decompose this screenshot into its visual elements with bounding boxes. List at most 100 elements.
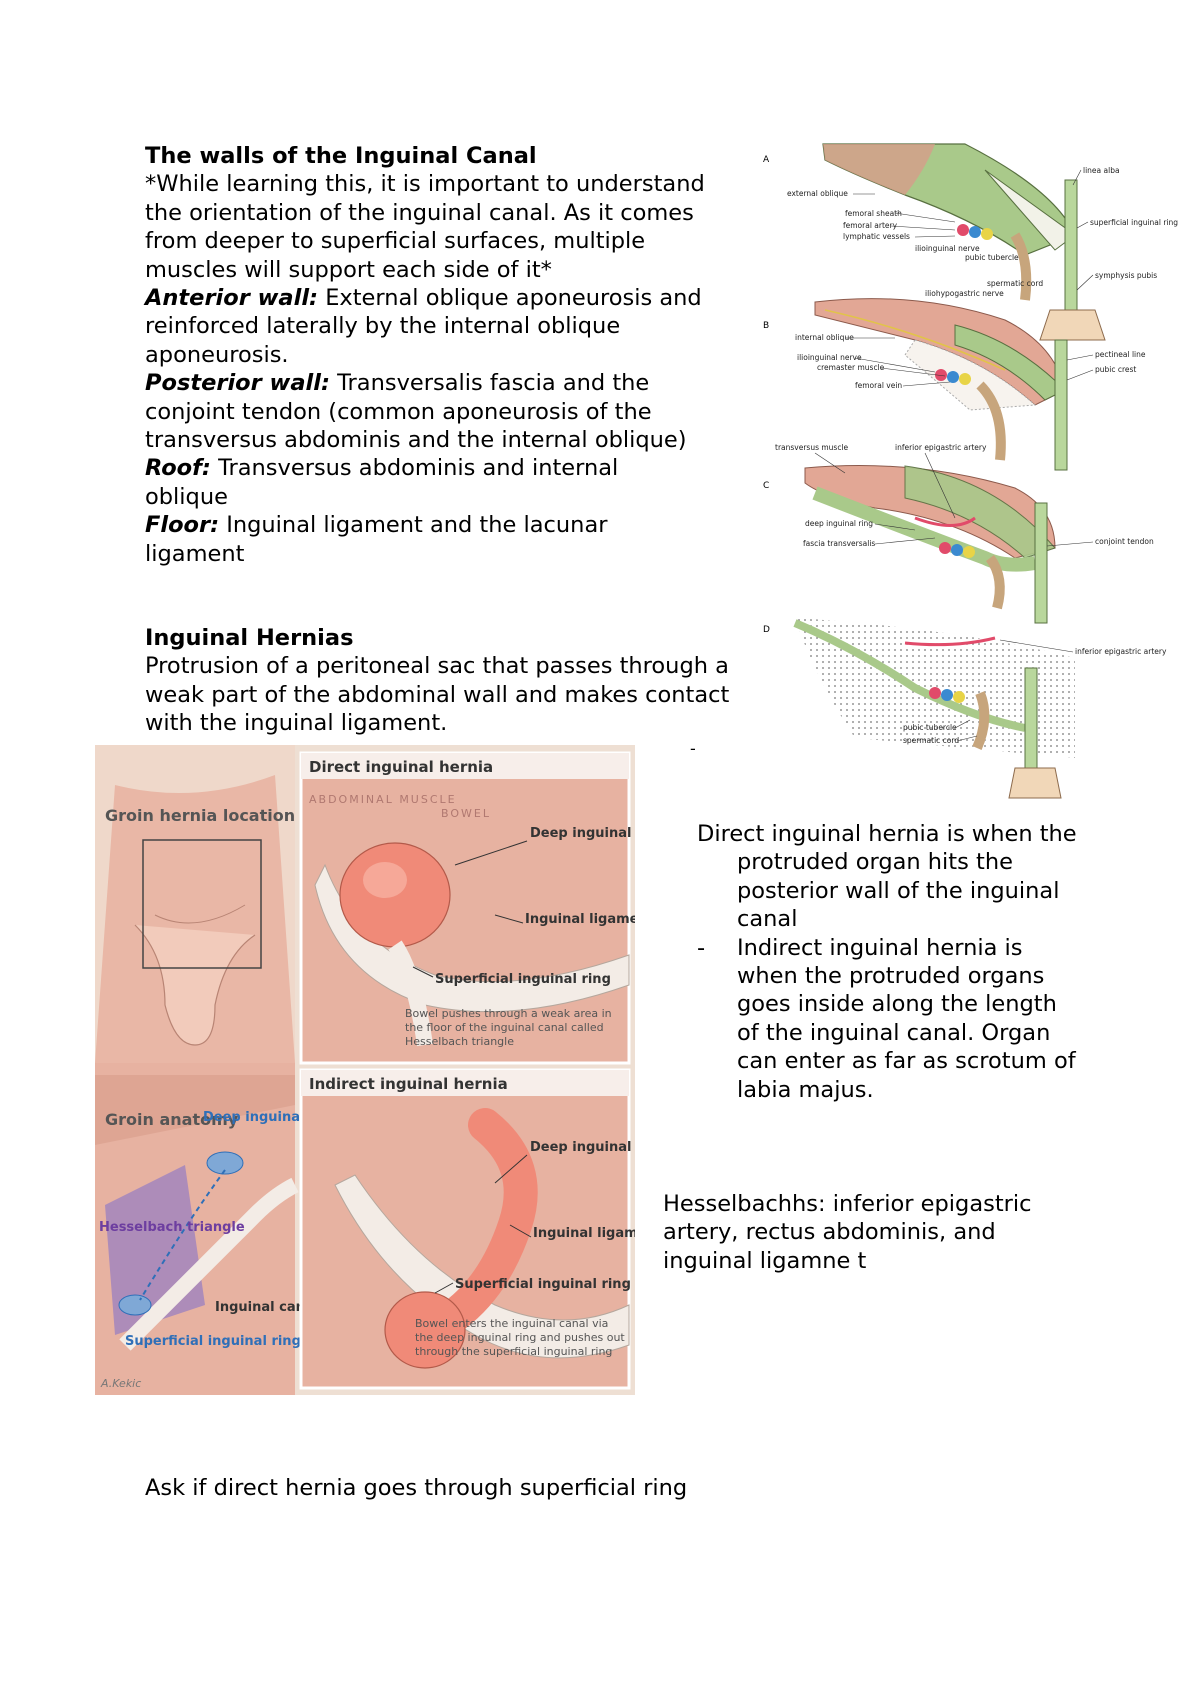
canal-dashed-path xyxy=(139,1169,226,1301)
hesselbach-note: Hesselbachhs: inferior epigastric artery… xyxy=(663,1191,1032,1274)
label-c-4: conjoint tendon xyxy=(1095,537,1154,546)
hernia-comparison-figure: Groin hernia location Groin anatomy Deep… xyxy=(95,745,635,1395)
linea-alba-c xyxy=(1034,502,1048,624)
vessel-bundle-b xyxy=(935,369,971,385)
bowel-label: BOWEL xyxy=(441,807,491,820)
nerve-b xyxy=(824,309,1006,371)
vessel-bundle-d xyxy=(929,687,965,703)
label-a-1: femoral sheath xyxy=(845,209,902,218)
linea-alba-b xyxy=(1054,339,1068,471)
label-d-2: spermatic cord xyxy=(903,736,959,745)
panel-b: B iliohypogastric nerve internal oblique… xyxy=(763,289,1146,471)
linea-alba-d xyxy=(1024,667,1038,779)
hernias-section: Inguinal Hernias Protrusion of a periton… xyxy=(145,624,735,738)
inguinal-canal-layers-figure: A external oblique femoral sheath femora… xyxy=(755,140,1180,800)
label-b-5: pectineal line xyxy=(1095,350,1146,359)
panel-a: A external oblique femoral sheath femora… xyxy=(763,143,1178,341)
posterior-wall: Posterior wall: Transversalis fascia and… xyxy=(145,369,745,454)
panel-d-letter: D xyxy=(763,625,770,635)
artist-signature: A.Kekic xyxy=(100,1377,141,1390)
anterior-wall-label: Anterior wall: xyxy=(145,285,319,312)
vessel-bundle-c xyxy=(939,542,975,558)
roof-label: Roof: xyxy=(145,455,211,482)
hernias-heading: Inguinal Hernias xyxy=(145,625,354,651)
panel-c-letter: C xyxy=(763,481,769,491)
inguinal-ligament-band xyxy=(793,619,1026,732)
groin-crease xyxy=(154,904,246,924)
label-a-0: external oblique xyxy=(787,189,848,198)
label-b-3: cremaster muscle xyxy=(817,363,885,372)
abdominal-muscle-label: ABDOMINAL MUSCLE xyxy=(309,793,457,806)
deep-ring-shape xyxy=(206,1151,244,1175)
label-b-0: iliohypogastric nerve xyxy=(925,289,1004,298)
floor: Floor: Inguinal ligament and the lacunar… xyxy=(145,511,665,568)
label-a-5: pubic tubercle xyxy=(965,253,1019,262)
panel-a-letter: A xyxy=(763,155,770,165)
indirect-deep-ring-label: Deep inguinal ring xyxy=(530,1140,635,1155)
symphysis-pubis xyxy=(1039,309,1106,341)
indirect-ligament-shape xyxy=(334,1174,630,1359)
pubic-bone-d xyxy=(1008,767,1062,799)
cremaster-area xyxy=(904,339,1037,411)
spermatic-cord-c xyxy=(985,555,1005,610)
label-d-1: pubic tubercle xyxy=(903,723,957,732)
direct-caption: Bowel pushes through a weak area in the … xyxy=(405,1007,612,1048)
posterior-wall-text: Transversalis fascia and the conjoint te… xyxy=(145,370,687,454)
groin-anatomy-title: Groin anatomy xyxy=(105,1110,239,1129)
indirect-hernia-panel: Indirect inguinal hernia Deep inguinal r… xyxy=(299,1068,635,1390)
indirect-hernia-item: - Indirect inguinal hernia is when the p… xyxy=(697,934,1077,1104)
direct-superficial-label: Superficial inguinal ring xyxy=(435,972,611,987)
label-b-4: femoral vein xyxy=(855,381,902,390)
label-b-1: internal oblique xyxy=(795,333,854,342)
label-a-2: femoral artery xyxy=(843,221,898,230)
question-note: Ask if direct hernia goes through superf… xyxy=(145,1475,688,1501)
label-a-6: spermatic cord xyxy=(987,279,1043,288)
indirect-caption: Bowel enters the inguinal canal via the … xyxy=(415,1317,625,1358)
panel-c: C transversus muscle inferior epigastric… xyxy=(763,443,1154,624)
roof-text: Transversus abdominis and internal obliq… xyxy=(145,455,619,510)
indirect-hernia-title: Indirect inguinal hernia xyxy=(309,1075,508,1093)
layers-illustration: A external oblique femoral sheath femora… xyxy=(763,143,1178,799)
inferior-epigastric-artery-d xyxy=(904,636,996,647)
muscle-fibers xyxy=(823,144,935,195)
indirect-bowel-sac xyxy=(384,1291,466,1369)
spermatic-cord xyxy=(1010,232,1032,301)
label-a-3: lymphatic vessels xyxy=(843,232,910,241)
direct-cord-shape xyxy=(388,940,433,1047)
direct-bowel-highlight xyxy=(363,862,407,898)
indirect-hernia-note: Indirect inguinal hernia is when the pro… xyxy=(737,934,1076,1103)
label-a-4: ilioinguinal nerve xyxy=(915,244,980,253)
panel-d: D inferior epigastric artery pubic tuber… xyxy=(763,618,1167,799)
hernia-illustration: Groin hernia location Groin anatomy Deep… xyxy=(95,745,635,1395)
hernia-types-notes: Direct inguinal hernia is when the protr… xyxy=(697,820,1077,1104)
direct-hernia-panel: Direct inguinal hernia ABDOMINAL MUSCLE … xyxy=(299,751,635,1065)
roof: Roof: Transversus abdominis and internal… xyxy=(145,454,705,511)
label-c-0: transversus muscle xyxy=(775,443,849,452)
floor-text: Inguinal ligament and the lacunar ligame… xyxy=(145,512,608,567)
spermatic-cord-b xyxy=(976,381,1006,461)
label-a-9: symphysis pubis xyxy=(1095,271,1157,280)
inferior-epigastric-vessel xyxy=(914,516,976,527)
direct-hernia-note: Direct inguinal hernia is when the protr… xyxy=(697,821,1077,933)
inguinal-ligament-shape xyxy=(119,1177,299,1351)
direct-caption-box: Bowel pushes through a weak area in the … xyxy=(405,1007,612,1048)
anterior-wall: Anterior wall: External oblique aponeuro… xyxy=(145,284,745,369)
anterior-wall-text: External oblique aponeurosis and reinfor… xyxy=(145,285,702,368)
floor-label: Floor: xyxy=(145,512,220,539)
indirect-dash: - xyxy=(697,934,706,961)
walls-section: The walls of the Inguinal Canal *While l… xyxy=(145,142,745,568)
posterior-wall-label: Posterior wall: xyxy=(145,370,330,397)
groin-location-panel: Groin hernia location xyxy=(95,745,295,1063)
linea-alba xyxy=(1064,179,1078,331)
groin-location-title: Groin hernia location xyxy=(105,806,295,825)
direct-ligament-label: Inguinal ligament xyxy=(525,912,635,927)
label-c-3: fascia transversalis xyxy=(803,539,875,548)
label-d-0: inferior epigastric artery xyxy=(1075,647,1167,656)
indirect-superficial-label: Superficial inguinal ring xyxy=(455,1277,631,1292)
hernias-definition: Protrusion of a peritoneal sac that pass… xyxy=(145,653,730,737)
label-c-2: deep inguinal ring xyxy=(805,519,873,528)
spermatic-cord-d xyxy=(972,691,990,750)
stray-dash: - xyxy=(690,739,696,758)
indirect-caption-box: Bowel enters the inguinal canal via the … xyxy=(415,1317,625,1358)
superficial-ring-shape xyxy=(118,1294,152,1316)
